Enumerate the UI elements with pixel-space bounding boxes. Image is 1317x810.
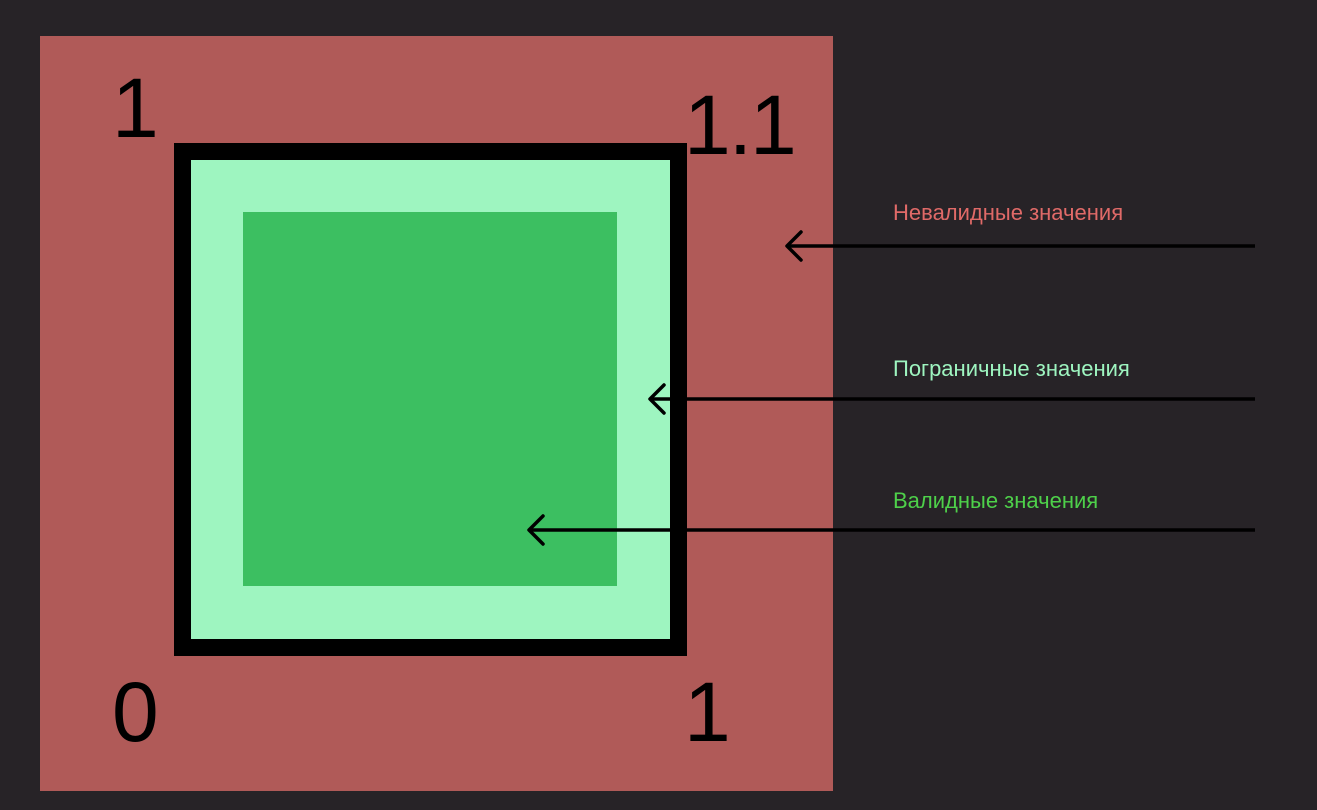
valid-values-zone — [243, 212, 617, 586]
arrow-boundary — [648, 383, 1255, 415]
legend-label-invalid: Невалидные значения — [893, 200, 1124, 225]
legend-label-valid: Валидные значения — [893, 488, 1099, 513]
corner-label-top-left: 1 — [112, 61, 159, 155]
corner-label-bottom-left: 0 — [112, 665, 159, 759]
arrow-valid — [527, 514, 1255, 546]
arrow-invalid — [785, 230, 1255, 262]
corner-label-bottom-right: 1 — [684, 665, 731, 759]
corner-label-top-right: 1.1 — [684, 78, 797, 172]
legend-label-boundary: Пограничные значения — [893, 356, 1130, 381]
boundary-frame — [174, 143, 687, 656]
